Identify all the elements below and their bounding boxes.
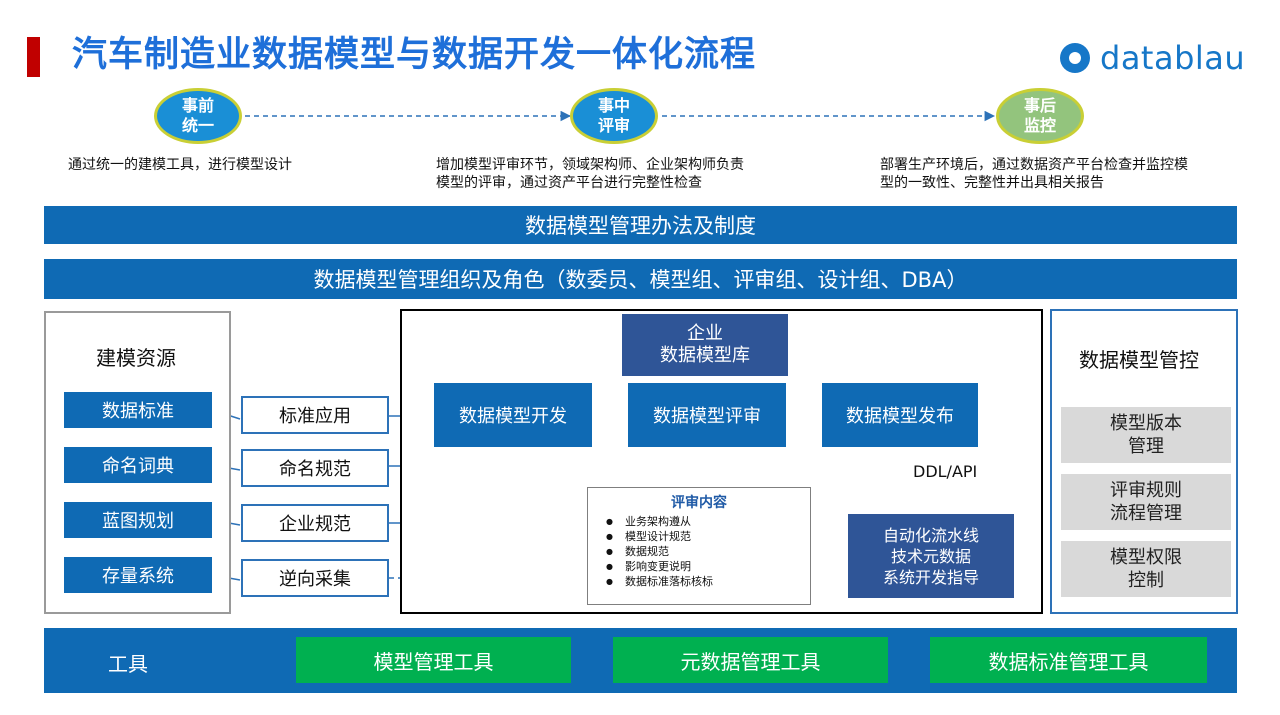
resource-data-standard: 数据标准 — [64, 392, 212, 428]
control-item-line: 流程管理 — [1110, 503, 1182, 524]
flow-step-review: 数据模型评审 — [628, 383, 786, 447]
tool-data-standard-management: 数据标准管理工具 — [930, 637, 1207, 683]
review-content-box: 评审内容 业务架构遵从 模型设计规范 数据规范 影响变更说明 数据标准落标核标 — [587, 487, 811, 605]
phase-circle-after: 事后 监控 — [996, 88, 1084, 144]
repo-line-1: 企业 — [687, 323, 723, 344]
phase-desc-line: 增加模型评审环节，领域架构师、企业架构师负责 — [436, 157, 744, 173]
review-item: 业务架构遵从 — [606, 514, 810, 529]
datablau-logo: datablau — [1060, 36, 1245, 80]
phase-label-bottom: 监控 — [1023, 116, 1056, 135]
phase-desc-after: 部署生产环境后，通过数据资产平台检查并监控模 型的一致性、完整性并出具相关报告 — [880, 156, 1188, 192]
control-item-line: 模型权限 — [1110, 547, 1182, 568]
control-permissions: 模型权限 控制 — [1061, 541, 1231, 597]
repo-line-2: 数据模型库 — [660, 345, 750, 366]
control-item-line: 管理 — [1128, 436, 1164, 457]
review-content-title: 评审内容 — [671, 495, 727, 511]
link-enterprise-convention: 企业规范 — [241, 504, 389, 542]
resource-blueprint: 蓝图规划 — [64, 502, 212, 538]
pipeline-line-1: 自动化流水线 — [882, 525, 979, 545]
control-review-rules: 评审规则 流程管理 — [1061, 474, 1231, 530]
phase-label-bottom: 统一 — [181, 116, 214, 135]
link-standard-application: 标准应用 — [241, 396, 389, 434]
phase-circle-during: 事中 评审 — [570, 88, 658, 144]
tools-label: 工具 — [108, 652, 148, 676]
logo-text: datablau — [1100, 39, 1246, 77]
datablau-logo-icon — [1060, 43, 1090, 73]
page-title: 汽车制造业数据模型与数据开发一体化流程 — [72, 35, 757, 75]
review-item: 模型设计规范 — [606, 529, 810, 544]
resource-naming-dictionary: 命名词典 — [64, 447, 212, 483]
phase-desc-line: 型的一致性、完整性并出具相关报告 — [880, 175, 1104, 191]
flow-step-develop: 数据模型开发 — [434, 383, 592, 447]
review-item: 影响变更说明 — [606, 559, 810, 574]
pipeline-line-3: 系统开发指导 — [882, 567, 979, 587]
title-accent-bar — [27, 37, 40, 77]
phase-desc-line: 部署生产环境后，通过数据资产平台检查并监控模 — [880, 157, 1188, 173]
phase-label-top: 事前 — [181, 96, 214, 115]
policy-band: 数据模型管理办法及制度 — [44, 206, 1237, 244]
link-reverse-collection: 逆向采集 — [241, 559, 389, 597]
automation-pipeline: 自动化流水线 技术元数据 系统开发指导 — [848, 514, 1014, 598]
tool-metadata-management: 元数据管理工具 — [613, 637, 888, 683]
resource-legacy-system: 存量系统 — [64, 557, 212, 593]
phase-desc-line: 通过统一的建模工具，进行模型设计 — [68, 157, 292, 173]
tool-model-management: 模型管理工具 — [296, 637, 571, 683]
review-content-list: 业务架构遵从 模型设计规范 数据规范 影响变更说明 数据标准落标核标 — [606, 514, 810, 589]
phase-label-top: 事中 — [597, 96, 630, 115]
link-naming-convention: 命名规范 — [241, 449, 389, 487]
phase-label-bottom: 评审 — [597, 116, 630, 135]
organization-band: 数据模型管理组织及角色（数委员、模型组、评审组、设计组、DBA） — [44, 259, 1237, 299]
phase-desc-line: 模型的评审，通过资产平台进行完整性检查 — [436, 175, 702, 191]
phase-circle-before: 事前 统一 — [154, 88, 242, 144]
control-item-line: 评审规则 — [1110, 480, 1182, 501]
review-item: 数据标准落标核标 — [606, 574, 810, 589]
enterprise-model-repository: 企业 数据模型库 — [622, 314, 788, 376]
flow-step-publish: 数据模型发布 — [822, 383, 978, 447]
review-item: 数据规范 — [606, 544, 810, 559]
control-item-line: 模型版本 — [1110, 413, 1182, 434]
control-title: 数据模型管控 — [1079, 348, 1199, 372]
phase-desc-during: 增加模型评审环节，领域架构师、企业架构师负责 模型的评审，通过资产平台进行完整性… — [436, 156, 744, 192]
phase-label-top: 事后 — [1023, 96, 1056, 115]
resources-title: 建模资源 — [96, 346, 176, 370]
pipeline-line-2: 技术元数据 — [890, 546, 971, 566]
ddl-api-label: DDL/API — [913, 462, 978, 481]
control-version-management: 模型版本 管理 — [1061, 407, 1231, 463]
control-item-line: 控制 — [1128, 570, 1164, 591]
phase-desc-before: 通过统一的建模工具，进行模型设计 — [68, 156, 292, 174]
